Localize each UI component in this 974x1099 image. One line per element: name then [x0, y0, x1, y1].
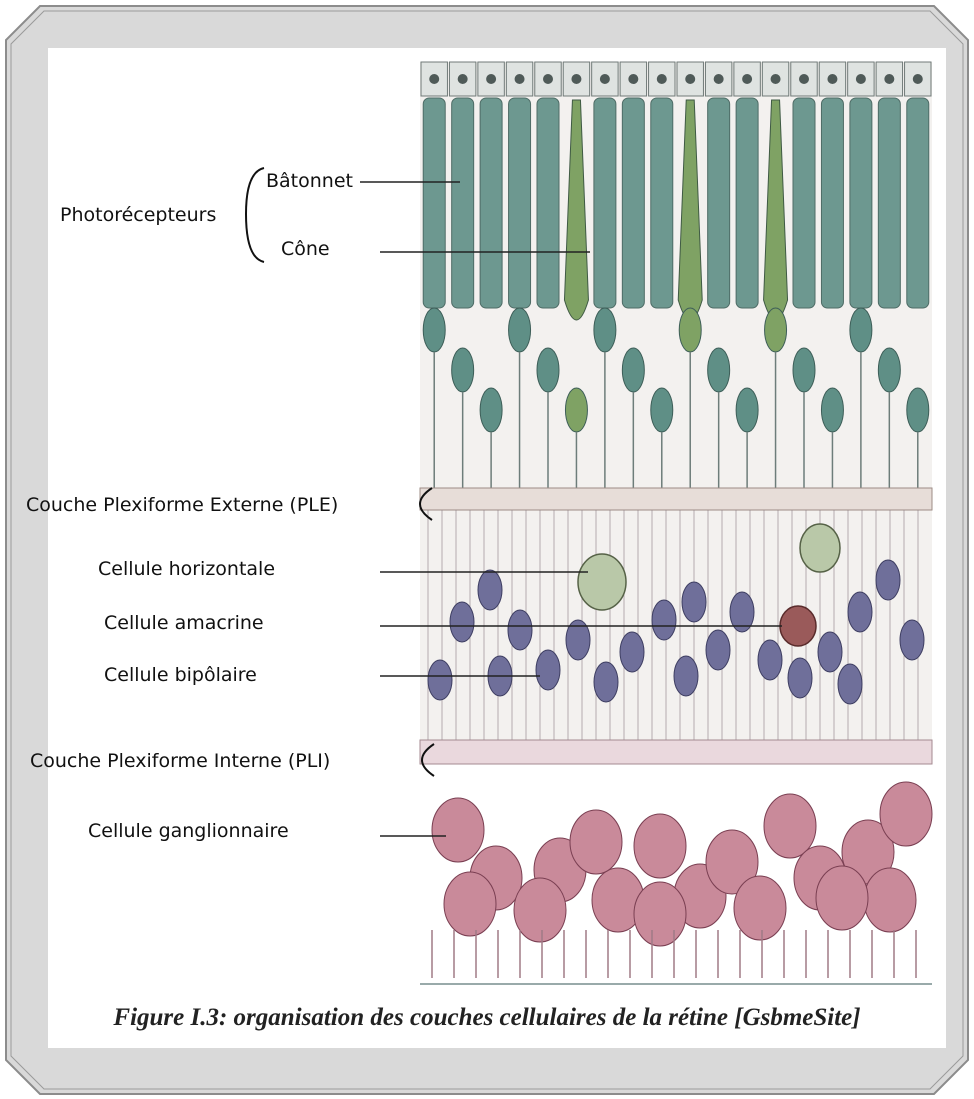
- ganglion-cell: [734, 876, 786, 940]
- pigment-nucleus: [600, 74, 610, 84]
- rod-cell: [452, 98, 474, 308]
- bipolar-cell: [838, 664, 862, 704]
- photoreceptor-body: [480, 388, 502, 432]
- photoreceptor-body: [565, 388, 587, 432]
- label-horizontale: Cellule horizontale: [98, 558, 275, 580]
- bipolar-cell: [652, 600, 676, 640]
- rod-cell: [509, 98, 531, 308]
- rod-cell: [793, 98, 815, 308]
- rod-cell: [651, 98, 673, 308]
- pigment-nucleus: [429, 74, 439, 84]
- bipolar-cell: [788, 658, 812, 698]
- rod-cell: [878, 98, 900, 308]
- pigment-nucleus: [628, 74, 638, 84]
- photoreceptor-body: [708, 348, 730, 392]
- pigment-nucleus: [856, 74, 866, 84]
- pli-band: [420, 740, 932, 764]
- label-ple: Couche Plexiforme Externe (PLE): [26, 494, 338, 516]
- horizontal-cell: [578, 554, 626, 610]
- rod-cell: [907, 98, 929, 308]
- pigment-nucleus: [714, 74, 724, 84]
- photoreceptor-body: [736, 388, 758, 432]
- bipolar-cell: [478, 570, 502, 610]
- ganglion-cell: [764, 794, 816, 858]
- pigment-nucleus: [742, 74, 752, 84]
- pigment-nucleus: [543, 74, 553, 84]
- ganglion-cell: [570, 810, 622, 874]
- rod-cell: [708, 98, 730, 308]
- photoreceptor-body: [423, 308, 445, 352]
- photoreceptor-body: [651, 388, 673, 432]
- bipolar-cell: [876, 560, 900, 600]
- photoreceptor-body: [850, 308, 872, 352]
- ganglion-cell: [514, 878, 566, 942]
- label-ganglionnaire: Cellule ganglionnaire: [88, 820, 289, 842]
- photoreceptor-body: [765, 308, 787, 352]
- ganglion-cell: [634, 814, 686, 878]
- photoreceptor-body: [907, 388, 929, 432]
- pigment-nucleus: [771, 74, 781, 84]
- figure-caption: Figure I.3: organisation des couches cel…: [0, 1004, 974, 1032]
- bipolar-cell: [594, 662, 618, 702]
- photoreceptor-body: [452, 348, 474, 392]
- bipolar-cell: [682, 582, 706, 622]
- pigment-nucleus: [685, 74, 695, 84]
- ganglion-cell: [634, 882, 686, 946]
- pigment-nucleus: [486, 74, 496, 84]
- pigment-nucleus: [571, 74, 581, 84]
- pigment-nucleus: [799, 74, 809, 84]
- bipolar-cell: [536, 650, 560, 690]
- photoreceptor-body: [679, 308, 701, 352]
- rod-cell: [480, 98, 502, 308]
- pigment-nucleus: [913, 74, 923, 84]
- pigment-nucleus: [458, 74, 468, 84]
- photoreceptor-body: [509, 308, 531, 352]
- label-bipolaire: Cellule bipôlaire: [104, 664, 257, 686]
- rod-cell: [622, 98, 644, 308]
- ganglion-cell: [816, 866, 868, 930]
- photoreceptor-body: [793, 348, 815, 392]
- rod-cell: [736, 98, 758, 308]
- bipolar-cell: [674, 656, 698, 696]
- rod-cell: [423, 98, 445, 308]
- ganglion-cell: [864, 868, 916, 932]
- amacrine-cell: [780, 606, 816, 646]
- rod-cell: [821, 98, 843, 308]
- horizontal-cell: [800, 524, 840, 572]
- bipolar-cell: [900, 620, 924, 660]
- bipolar-cell: [428, 660, 452, 700]
- photoreceptor-body: [622, 348, 644, 392]
- pigment-nucleus: [827, 74, 837, 84]
- rod-cell: [594, 98, 616, 308]
- ganglion-cell: [432, 798, 484, 862]
- pigment-nucleus: [884, 74, 894, 84]
- bipolar-cell: [758, 640, 782, 680]
- bipolar-cell: [620, 632, 644, 672]
- bipolar-cell: [508, 610, 532, 650]
- label-photorecepteurs: Photorécepteurs: [60, 204, 216, 226]
- label-amacrine: Cellule amacrine: [104, 612, 264, 634]
- photoreceptor-body: [821, 388, 843, 432]
- photoreceptor-body: [878, 348, 900, 392]
- pigment-nucleus: [515, 74, 525, 84]
- bipolar-cell: [818, 632, 842, 672]
- rod-cell: [850, 98, 872, 308]
- photoreceptor-body: [594, 308, 616, 352]
- label-cone: Cône: [281, 238, 330, 260]
- label-pli: Couche Plexiforme Interne (PLI): [30, 750, 330, 772]
- ganglion-cell: [444, 872, 496, 936]
- rod-cell: [537, 98, 559, 308]
- bipolar-cell: [706, 630, 730, 670]
- bipolar-cell: [848, 592, 872, 632]
- photoreceptor-body: [537, 348, 559, 392]
- label-batonnet: Bâtonnet: [266, 170, 353, 192]
- bipolar-cell: [450, 602, 474, 642]
- pigment-nucleus: [657, 74, 667, 84]
- ganglion-cell: [880, 782, 932, 846]
- photorecepteurs-bracket: [246, 168, 264, 262]
- ple-band: [420, 488, 932, 510]
